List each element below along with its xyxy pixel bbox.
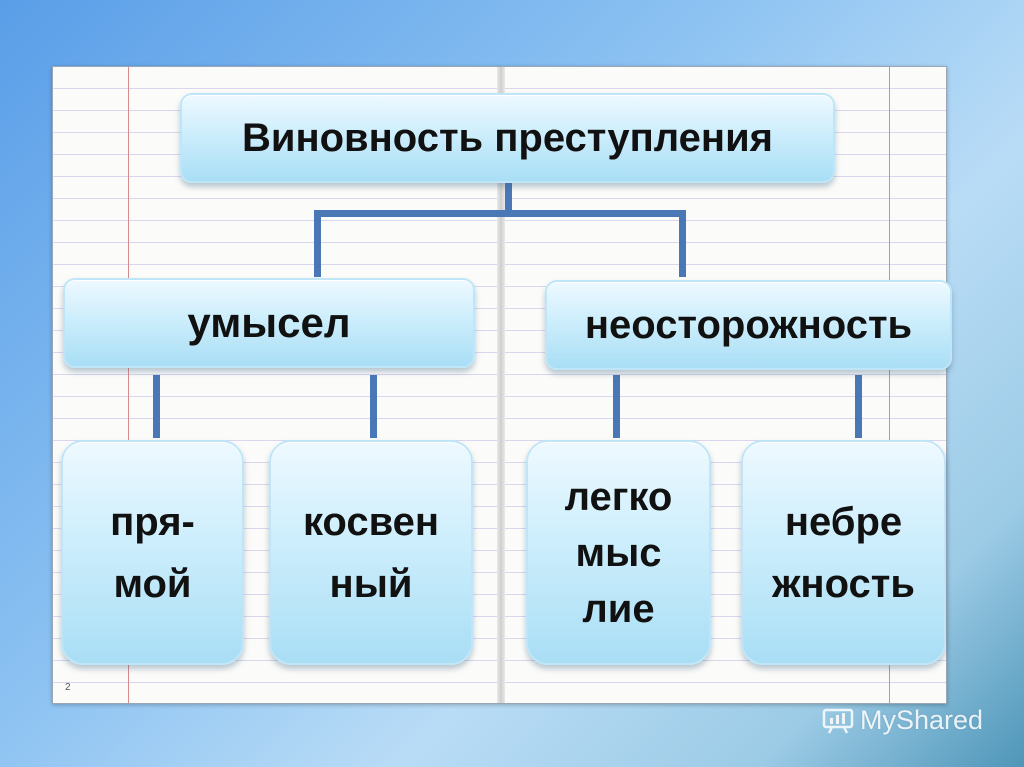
root-node: Виновность преступления (180, 93, 835, 183)
node-legkomyslie-line-1: легко (564, 474, 673, 519)
node-kosvenny: косвен ный (269, 440, 473, 665)
presentation-board-icon (822, 708, 854, 734)
connector-right-branch (679, 210, 686, 277)
connector-horizontal (316, 210, 684, 217)
node-legkomyslie-line-3: лие (582, 586, 655, 631)
node-neostorozhnost-label: неосторожность (584, 302, 913, 347)
node-neostorozhnost: неосторожность (545, 280, 952, 370)
connector-root (505, 183, 512, 213)
margin-line-right (889, 67, 890, 703)
node-kosvenny-line-2: ный (329, 561, 413, 606)
connector-neost-2 (855, 375, 862, 438)
connector-left-branch (314, 210, 321, 277)
node-pryamoy-line-2: мой (113, 561, 192, 606)
node-umysel-label: умысел (187, 299, 351, 346)
node-nebrezhnost-line-2: жность (772, 561, 915, 606)
notebook-fold (497, 67, 505, 703)
connector-neost-1 (613, 375, 620, 438)
root-label: Виновность преступления (241, 115, 774, 160)
margin-line-left (128, 67, 129, 703)
node-umysel: умысел (63, 278, 475, 368)
node-pryamoy: пря- мой (61, 440, 244, 665)
node-nebrezhnost-line-1: небре (784, 499, 903, 544)
page-number: 2 (65, 682, 71, 693)
node-pryamoy-line-1: пря- (110, 499, 195, 544)
connector-umysel-1 (153, 375, 160, 438)
connector-umysel-2 (370, 375, 377, 438)
watermark-text: MyShared (860, 705, 984, 735)
myshared-watermark: MyShared (822, 705, 983, 736)
node-legkomyslie: легко мыс лие (526, 440, 711, 665)
node-nebrezhnost: небре жность (741, 440, 946, 665)
node-kosvenny-line-1: косвен (302, 499, 440, 544)
node-legkomyslie-line-2: мыс (575, 530, 662, 575)
